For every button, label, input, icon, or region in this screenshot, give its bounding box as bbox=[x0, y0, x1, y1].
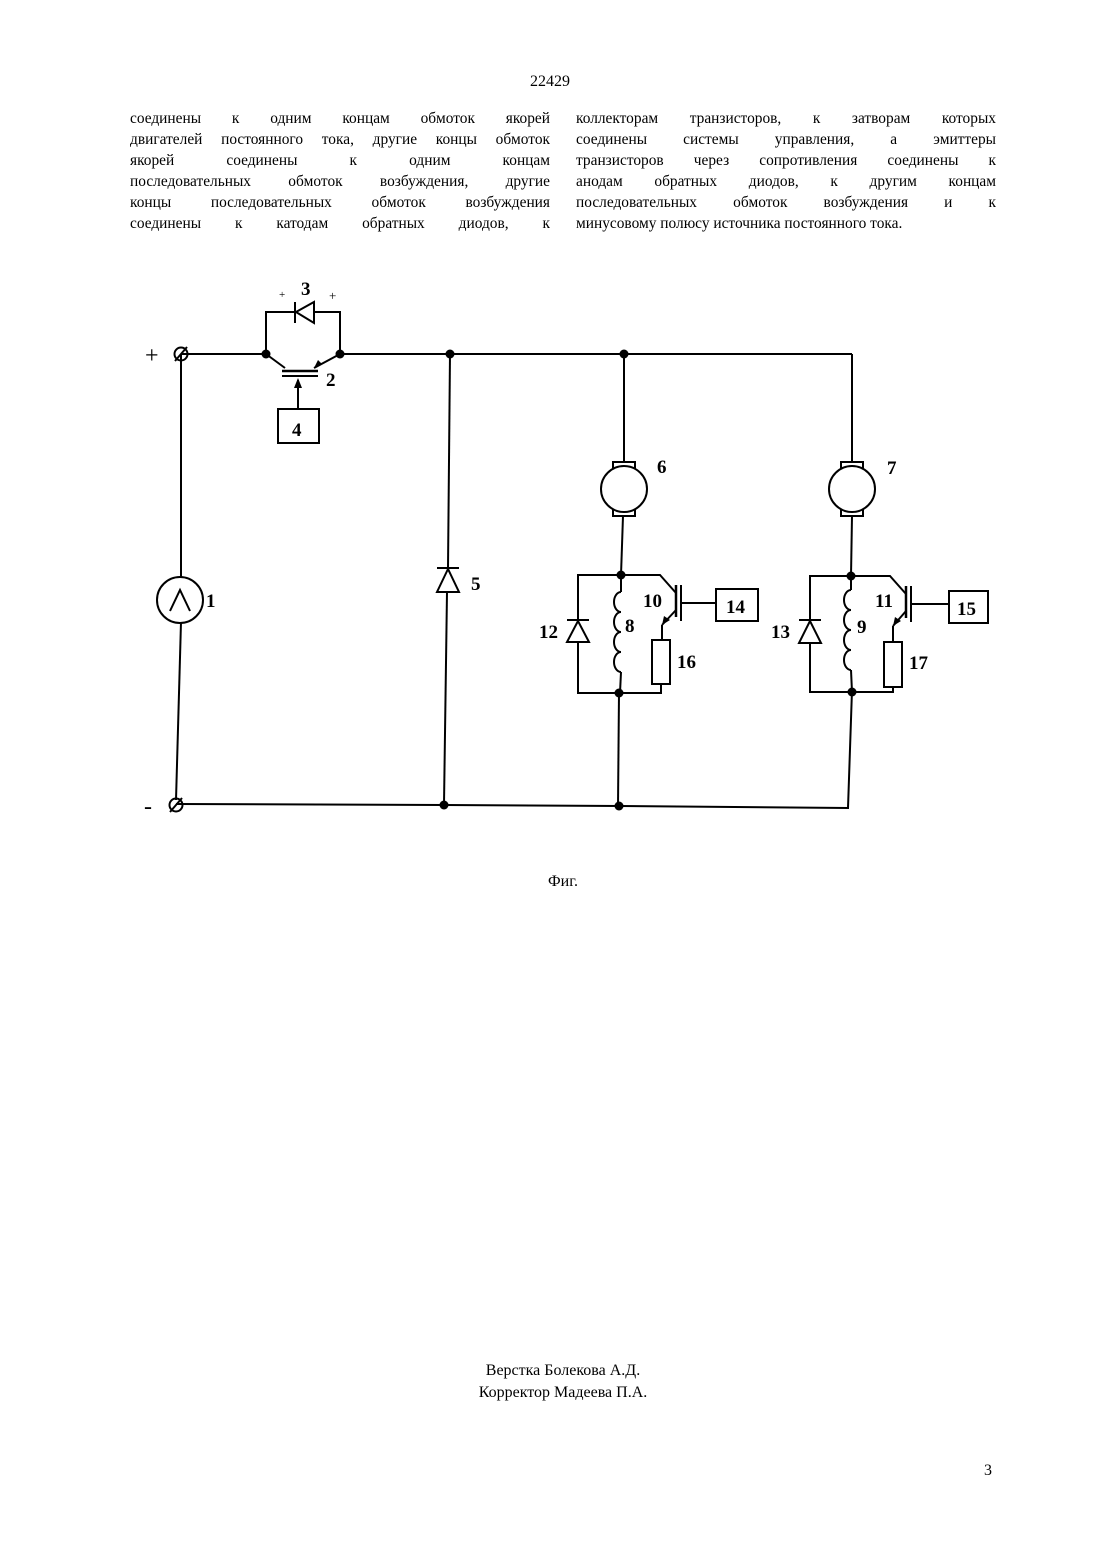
layout-credit: Верстка Болекова А.Д. bbox=[0, 1360, 1100, 1382]
wire bbox=[851, 516, 852, 576]
field-circuit-9 bbox=[799, 576, 948, 692]
label-17: 17 bbox=[909, 653, 929, 674]
junction-dot bbox=[617, 571, 626, 580]
wire bbox=[176, 690, 852, 808]
junction-dot bbox=[848, 688, 857, 697]
junction-dot bbox=[440, 801, 449, 810]
page-number: 3 bbox=[984, 1462, 992, 1480]
minus-sign: - bbox=[144, 794, 152, 820]
label-2: 2 bbox=[326, 370, 336, 391]
junction-dot bbox=[615, 802, 624, 811]
label-13: 13 bbox=[771, 622, 790, 643]
credits: Верстка Болекова А.Д. Корректор Мадеева … bbox=[0, 1360, 1100, 1404]
wire bbox=[621, 516, 623, 575]
label-8: 8 bbox=[625, 616, 635, 637]
label-10: 10 bbox=[643, 591, 662, 612]
junction-dot bbox=[446, 350, 455, 359]
label-6: 6 bbox=[657, 457, 667, 478]
freewheel-diode-5-symbol bbox=[437, 568, 459, 592]
junction-dot bbox=[620, 350, 629, 359]
label-5: 5 bbox=[471, 574, 481, 595]
reverse-diode-3-symbol bbox=[266, 302, 340, 354]
label-15: 15 bbox=[957, 599, 976, 620]
label-4: 4 bbox=[292, 420, 302, 441]
figure-caption: Фиг. bbox=[0, 873, 1100, 891]
wire bbox=[176, 622, 181, 800]
label-16: 16 bbox=[677, 652, 696, 673]
wire bbox=[448, 354, 450, 568]
current-source-symbol bbox=[157, 577, 203, 623]
label-7: 7 bbox=[887, 458, 897, 479]
label-1: 1 bbox=[206, 591, 216, 612]
junction-dot bbox=[615, 689, 624, 698]
plus-sign: + bbox=[145, 343, 159, 369]
label-3: 3 bbox=[301, 279, 311, 300]
label-11: 11 bbox=[875, 591, 893, 612]
label-9: 9 bbox=[857, 617, 867, 638]
motor-7-symbol bbox=[829, 462, 875, 516]
junction-dot bbox=[262, 350, 271, 359]
junction-dot bbox=[336, 350, 345, 359]
label-12: 12 bbox=[539, 622, 558, 643]
wire bbox=[618, 693, 619, 806]
wire bbox=[444, 592, 447, 804]
proofreader-credit: Корректор Мадеева П.А. bbox=[0, 1382, 1100, 1404]
small-mark-left: + bbox=[279, 289, 285, 301]
motor-6-symbol bbox=[601, 462, 647, 516]
junction-dot bbox=[847, 572, 856, 581]
field-circuit-8 bbox=[567, 575, 715, 693]
label-14: 14 bbox=[726, 597, 746, 618]
small-mark-right: + bbox=[329, 288, 336, 303]
junction-dots bbox=[262, 350, 857, 811]
